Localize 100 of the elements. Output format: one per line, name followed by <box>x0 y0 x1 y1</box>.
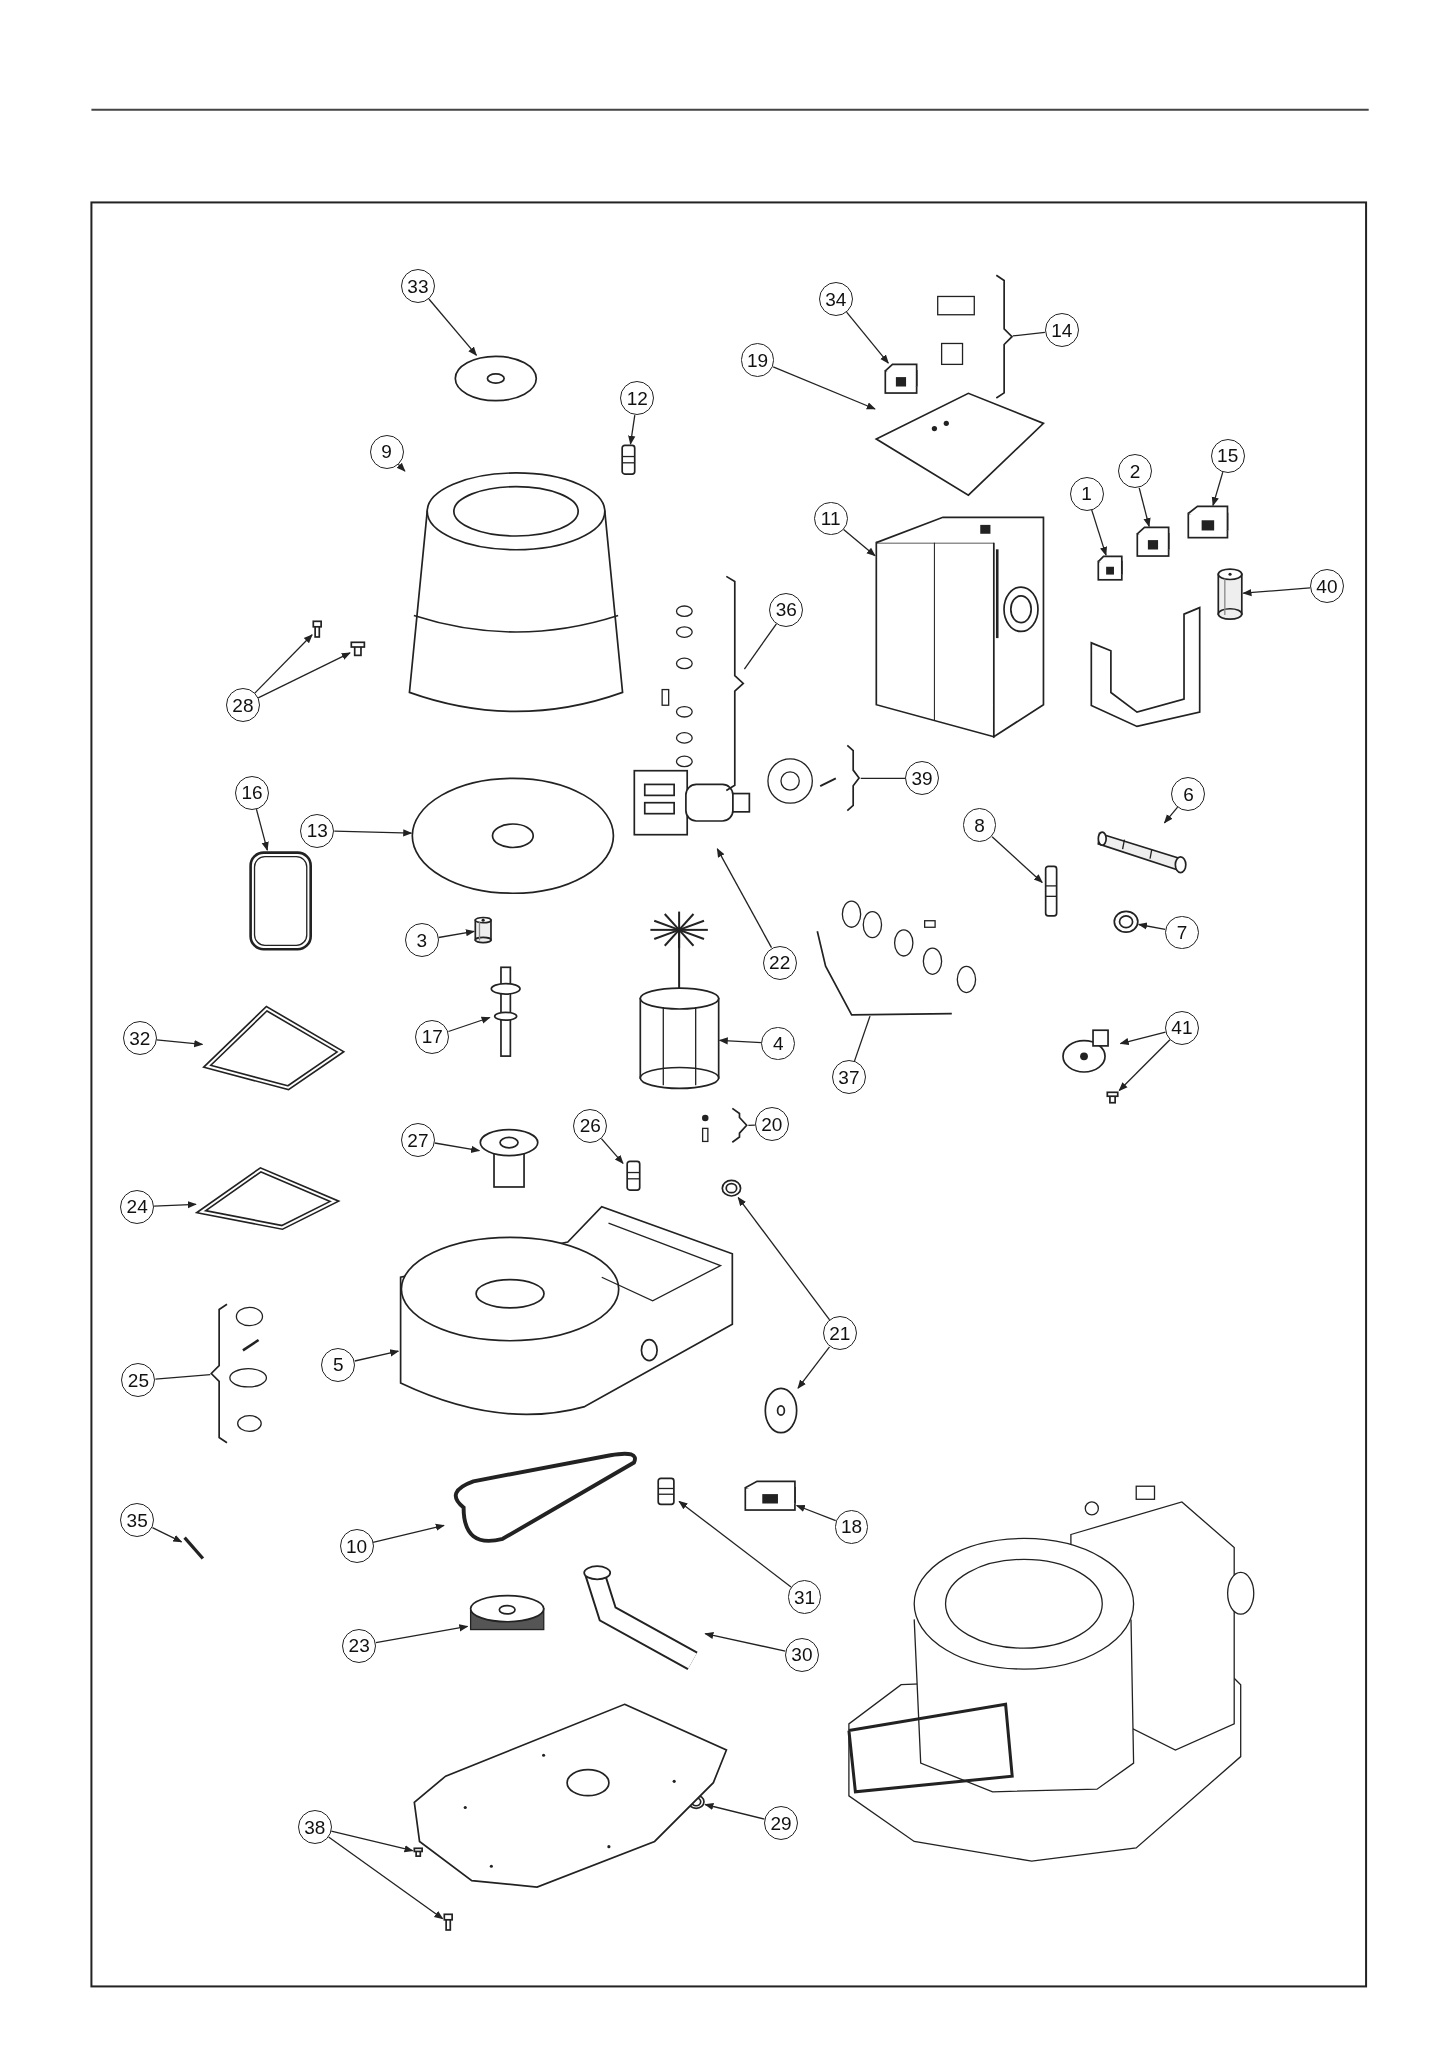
callout-circle <box>120 1189 155 1224</box>
switch-drawing <box>884 363 919 395</box>
leader-line <box>151 1526 183 1543</box>
callout-circle <box>822 1316 857 1351</box>
spindle-drawing <box>489 966 522 1058</box>
callout-circle <box>761 1026 796 1061</box>
callout-number: 8 <box>974 815 985 835</box>
callout-circle <box>400 269 435 303</box>
bracket <box>846 744 861 813</box>
callout-circle <box>905 761 939 796</box>
callout-circle <box>1171 777 1206 812</box>
callout-circle <box>818 282 853 317</box>
callout-circle <box>122 1021 157 1056</box>
leader-line <box>991 836 1043 884</box>
callout-number: 18 <box>840 1517 863 1537</box>
callout-number: 17 <box>421 1027 443 1047</box>
callout-circle <box>754 1107 789 1142</box>
callout-number: 37 <box>838 1067 860 1087</box>
capacitor-drawing <box>1217 568 1244 621</box>
leader-line <box>718 1037 763 1045</box>
leader-line <box>1242 587 1311 597</box>
callout-number: 26 <box>579 1116 601 1136</box>
leader-line <box>1138 487 1151 528</box>
callout-circle <box>1044 313 1079 348</box>
callout-circle <box>787 1580 822 1615</box>
leader-line <box>434 1142 481 1153</box>
screw-drawing <box>312 620 323 639</box>
leader-line <box>428 298 478 356</box>
leader-line <box>330 1830 414 1853</box>
leader-line <box>447 1016 491 1033</box>
callout-circle <box>1210 438 1245 473</box>
callout-number: 14 <box>1051 320 1073 340</box>
callout-circle <box>813 501 848 536</box>
bracket-part-drawing <box>744 1479 797 1512</box>
callout-number: 28 <box>232 695 254 715</box>
callout-number: 4 <box>773 1034 784 1053</box>
callout-number: 29 <box>770 1813 792 1833</box>
leader-line <box>257 652 351 699</box>
callout-circle <box>404 923 439 958</box>
callout-number: 27 <box>407 1130 429 1150</box>
leader-line <box>1012 331 1046 337</box>
callout-circle <box>1117 454 1152 489</box>
cap-drawing <box>764 1386 798 1434</box>
callout-number: 7 <box>1176 922 1188 942</box>
callout-number: 30 <box>791 1645 813 1665</box>
callout-number: 10 <box>345 1536 368 1556</box>
leader-line <box>1091 509 1107 556</box>
callout-number: 40 <box>1316 576 1338 596</box>
lid-disc-drawing <box>454 355 539 403</box>
contactor-drawing <box>1187 505 1229 540</box>
callout-circle <box>321 1347 356 1382</box>
callout-circle <box>962 808 997 843</box>
bracket <box>994 274 1013 400</box>
pin-drawing <box>474 916 493 943</box>
housing-drawing <box>875 515 1045 738</box>
leader-line <box>1163 806 1179 824</box>
leader-line <box>1137 922 1166 931</box>
callout-circle <box>1164 1010 1199 1045</box>
callout-circle <box>1164 915 1199 950</box>
callout-number: 36 <box>775 600 797 620</box>
leader-line <box>842 528 876 557</box>
leader-line <box>153 1201 197 1209</box>
callout-number: 19 <box>746 350 769 370</box>
leader-line <box>853 1015 871 1063</box>
callout-number: 20 <box>761 1114 783 1134</box>
leader-line <box>772 366 876 410</box>
callout-number: 41 <box>1171 1018 1193 1038</box>
callout-circle <box>1309 569 1344 604</box>
callout-number: 38 <box>304 1817 326 1837</box>
callout-number: 31 <box>793 1587 816 1607</box>
callout-circle <box>120 1503 155 1538</box>
callout-number: 33 <box>407 276 429 296</box>
callout-circle <box>121 1363 156 1398</box>
leader-line <box>860 777 906 780</box>
callout-circle <box>369 434 404 469</box>
screw-drawing <box>1106 1090 1120 1104</box>
base-plate-drawing <box>412 1703 729 1889</box>
leader-line <box>333 829 413 837</box>
callout-circle <box>339 1529 374 1564</box>
callout-circle <box>1069 476 1104 511</box>
callout-number: 12 <box>626 388 648 408</box>
leader-line <box>1119 1031 1167 1046</box>
callout-number: 22 <box>769 953 791 972</box>
callout-number: 32 <box>129 1028 151 1048</box>
callout-number: 6 <box>1183 784 1194 804</box>
callout-circle <box>834 1509 869 1544</box>
leader-line <box>372 1523 445 1544</box>
leader-line <box>1118 1039 1171 1092</box>
callout-circle <box>762 945 797 980</box>
leader-line <box>716 848 773 949</box>
leader-line <box>743 623 778 670</box>
panel-drawing <box>875 391 1045 497</box>
callout-circle <box>620 381 655 416</box>
leader-line <box>396 462 406 472</box>
pin-drawing <box>181 1534 206 1561</box>
callout-number: 11 <box>820 508 841 528</box>
screw-drawing <box>350 641 366 657</box>
callout-circle <box>300 813 335 848</box>
leader-line <box>154 1373 211 1380</box>
leader-line <box>375 1624 469 1644</box>
